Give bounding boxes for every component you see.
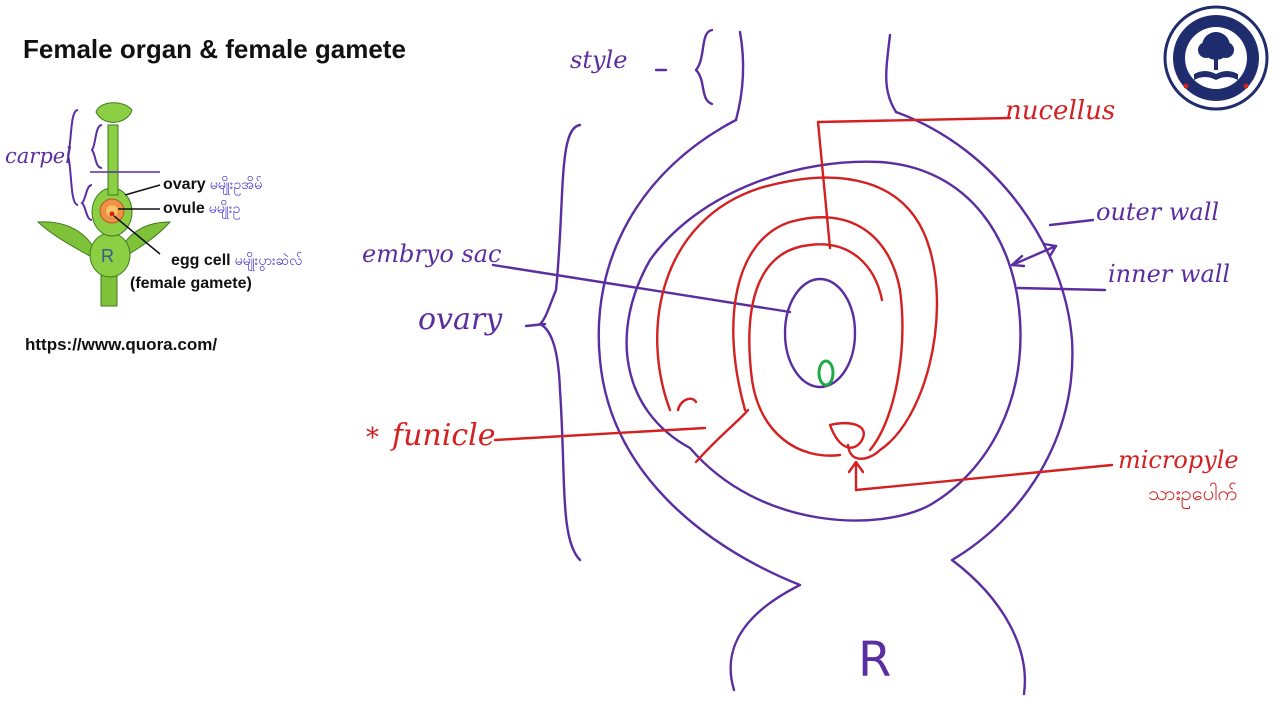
female-gamete-label: (female gamete) xyxy=(130,275,252,292)
receptacle-label: R xyxy=(858,632,892,688)
inner-wall xyxy=(625,160,1022,522)
egg-cell xyxy=(817,359,835,387)
style-brace xyxy=(694,28,714,106)
style-wall-right xyxy=(885,33,898,114)
micropyle-label: micropyle xyxy=(1118,446,1239,474)
nucellus-label: nucellus xyxy=(1005,96,1116,126)
receptacle-letter: R xyxy=(101,246,114,266)
funicle-star: * xyxy=(366,423,379,453)
ovary-label-large: ovary xyxy=(418,302,503,337)
egg-cell-label-my: မမျိုးပွားဆဲလ် xyxy=(234,253,303,269)
style-label: style xyxy=(570,46,628,74)
embryo-sac-label: embryo sac xyxy=(362,240,502,268)
carpel-label: carpel xyxy=(5,144,72,168)
inner-wall-label: inner wall xyxy=(1108,260,1231,288)
ovary-label-my: မမျိုးဥအိမ် xyxy=(209,177,263,193)
source-url: https://www.quora.com/ xyxy=(25,335,218,354)
ovary-label: ovary xyxy=(163,176,206,193)
ovule-label-my: မမျိုးဥ xyxy=(208,201,241,217)
nucellus-layer xyxy=(748,243,884,457)
funicle-label: funicle xyxy=(392,418,496,453)
page-title: Female organ & female gamete xyxy=(23,34,406,64)
embryo-sac xyxy=(783,277,857,389)
ovule-label: ovule xyxy=(163,200,205,217)
egg-cell-label: egg cell xyxy=(171,252,231,269)
outer-integument xyxy=(656,176,939,460)
micropyle-label-my: သားဥပေါက် xyxy=(1148,481,1238,505)
style-wall-left xyxy=(734,30,745,122)
ovary-brace xyxy=(538,123,582,562)
outer-wall-label: outer wall xyxy=(1096,198,1220,226)
outer-wall xyxy=(597,118,802,692)
middle-integument xyxy=(732,216,904,452)
